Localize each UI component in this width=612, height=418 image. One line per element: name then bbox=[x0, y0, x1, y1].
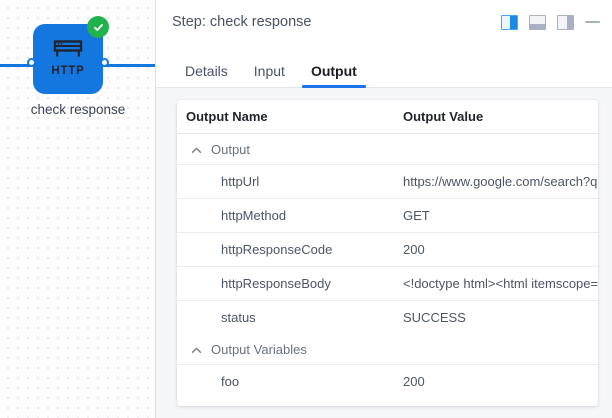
row-output-value: SUCCESS bbox=[398, 300, 598, 334]
row-output-value: <!doctype html><html itemscope=" bbox=[398, 266, 598, 301]
workflow-canvas[interactable]: HTTP check response bbox=[0, 0, 156, 418]
column-header-output-value: Output Value bbox=[398, 100, 598, 134]
check-circle-icon bbox=[87, 16, 109, 38]
panel-header: Step: check response bbox=[156, 0, 612, 44]
group-label: Output bbox=[211, 141, 251, 157]
tab-input[interactable]: Input bbox=[253, 63, 285, 79]
row-output-value: 200 bbox=[398, 364, 598, 398]
table-row[interactable]: status SUCCESS bbox=[177, 300, 598, 334]
row-output-name: httpResponseBody bbox=[177, 266, 398, 301]
output-table: Output Name Output Value bbox=[177, 100, 598, 398]
table-row[interactable]: httpMethod GET bbox=[177, 198, 598, 233]
row-output-value: https://www.google.com/search?q= bbox=[398, 164, 598, 199]
row-output-name: httpResponseCode bbox=[177, 232, 398, 267]
tab-output[interactable]: Output bbox=[298, 64, 370, 88]
output-table-head: Output Name Output Value bbox=[177, 100, 598, 134]
group-label: Output Variables bbox=[211, 341, 307, 357]
tab-details[interactable]: Details bbox=[185, 63, 228, 79]
table-row[interactable]: foo 200 bbox=[177, 364, 598, 398]
row-output-value: 200 bbox=[398, 232, 598, 267]
panel-header-actions bbox=[501, 14, 600, 30]
minimize-icon[interactable] bbox=[585, 21, 600, 23]
layout-right-icon[interactable] bbox=[557, 14, 574, 30]
group-toggle-output-variables[interactable]: Output Variables bbox=[177, 342, 398, 357]
node-output-port[interactable] bbox=[100, 58, 109, 67]
chevron-up-icon bbox=[191, 144, 202, 155]
node-type-label: HTTP bbox=[51, 65, 85, 78]
node-title-label: check response bbox=[30, 102, 126, 117]
canvas-panel-divider[interactable] bbox=[155, 0, 156, 418]
column-header-output-name: Output Name bbox=[177, 100, 398, 134]
workflow-node-check-response[interactable]: HTTP bbox=[27, 16, 109, 94]
group-toggle-output[interactable]: Output bbox=[177, 142, 398, 157]
group-row-output[interactable]: Output bbox=[177, 134, 598, 165]
node-input-port[interactable] bbox=[27, 58, 36, 67]
row-output-name: httpMethod bbox=[177, 198, 398, 233]
table-row[interactable]: httpResponseBody <!doctype html><html it… bbox=[177, 266, 598, 301]
group-row-output-variables[interactable]: Output Variables bbox=[177, 334, 598, 365]
row-output-name: httpUrl bbox=[177, 164, 398, 199]
output-table-card: Output Name Output Value bbox=[177, 100, 598, 406]
layout-bottom-icon[interactable] bbox=[529, 14, 546, 30]
table-header-row: Output Name Output Value bbox=[177, 100, 598, 134]
table-row[interactable]: httpUrl https://www.google.com/search?q= bbox=[177, 164, 598, 199]
layout-split-icon[interactable] bbox=[501, 14, 518, 30]
row-output-name: status bbox=[177, 300, 398, 334]
panel-tabs: Details Input Output bbox=[156, 44, 612, 88]
browser-window-icon bbox=[53, 40, 83, 64]
node-icon-group: HTTP bbox=[33, 24, 103, 94]
row-output-name: foo bbox=[177, 364, 398, 398]
output-table-body: Output httpUrl https://www.google.com/se… bbox=[177, 134, 598, 398]
step-details-panel: Step: check response Details Input Outpu… bbox=[156, 0, 612, 418]
panel-body: Output Name Output Value bbox=[156, 88, 612, 418]
row-output-value: GET bbox=[398, 198, 598, 233]
table-row[interactable]: httpResponseCode 200 bbox=[177, 232, 598, 267]
panel-title: Step: check response bbox=[172, 14, 312, 30]
chevron-up-icon bbox=[191, 344, 202, 355]
